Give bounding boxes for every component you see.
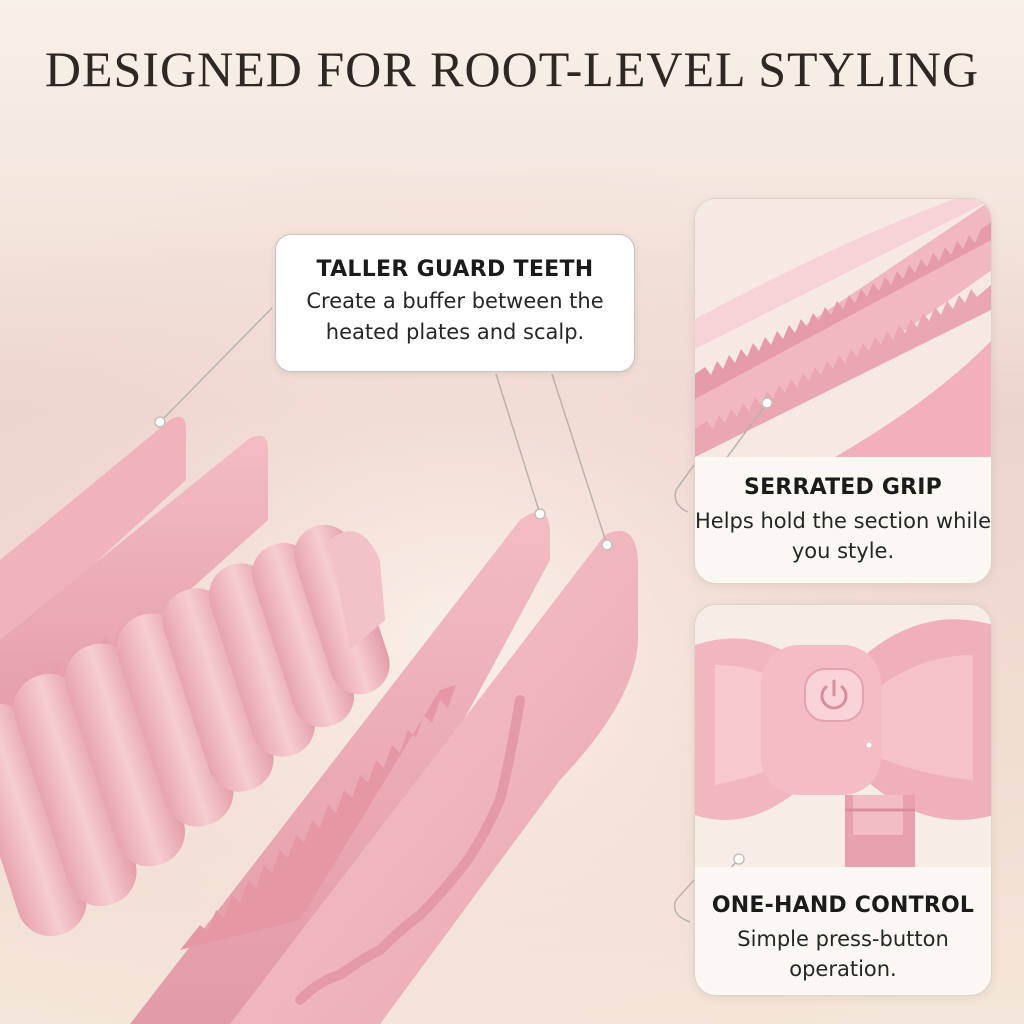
comb-bristles bbox=[0, 524, 390, 937]
power-icon bbox=[820, 679, 848, 710]
serrated-edge-right bbox=[180, 685, 456, 950]
panel-one-hand-text: ONE-HAND CONTROL Simple press-button ope… bbox=[695, 893, 991, 984]
panel-one-hand-control: ONE-HAND CONTROL Simple press-button ope… bbox=[694, 604, 992, 996]
bow-button-closeup bbox=[695, 605, 991, 867]
callout-guard-teeth-title: TALLER GUARD TEETH bbox=[316, 257, 594, 282]
panel-serrated-grip: SERRATED GRIP Helps hold the section whi… bbox=[694, 198, 992, 584]
serrated-grip-title: SERRATED GRIP bbox=[744, 475, 942, 500]
serrated-grip-description: Helps hold the section while you style. bbox=[695, 509, 992, 563]
anchor-dots bbox=[154, 416, 613, 551]
callout-guard-teeth-description: Create a buffer between the heated plate… bbox=[306, 289, 604, 344]
one-hand-description: Simple press-button operation. bbox=[737, 927, 949, 981]
headline: DESIGNED FOR ROOT-LEVEL STYLING bbox=[44, 41, 980, 97]
callout-guard-teeth: TALLER GUARD TEETH Create a buffer betwe… bbox=[275, 234, 635, 372]
guard-plate-right bbox=[130, 512, 550, 1024]
one-hand-title: ONE-HAND CONTROL bbox=[711, 893, 975, 918]
plate-groove bbox=[295, 695, 525, 1005]
outer-plate-left bbox=[0, 416, 186, 650]
outer-plate-right bbox=[230, 530, 638, 1024]
leader-lines bbox=[159, 307, 608, 546]
serrated-grip-closeup bbox=[695, 199, 991, 457]
panel-serrated-grip-text: SERRATED GRIP Helps hold the section whi… bbox=[695, 475, 991, 566]
